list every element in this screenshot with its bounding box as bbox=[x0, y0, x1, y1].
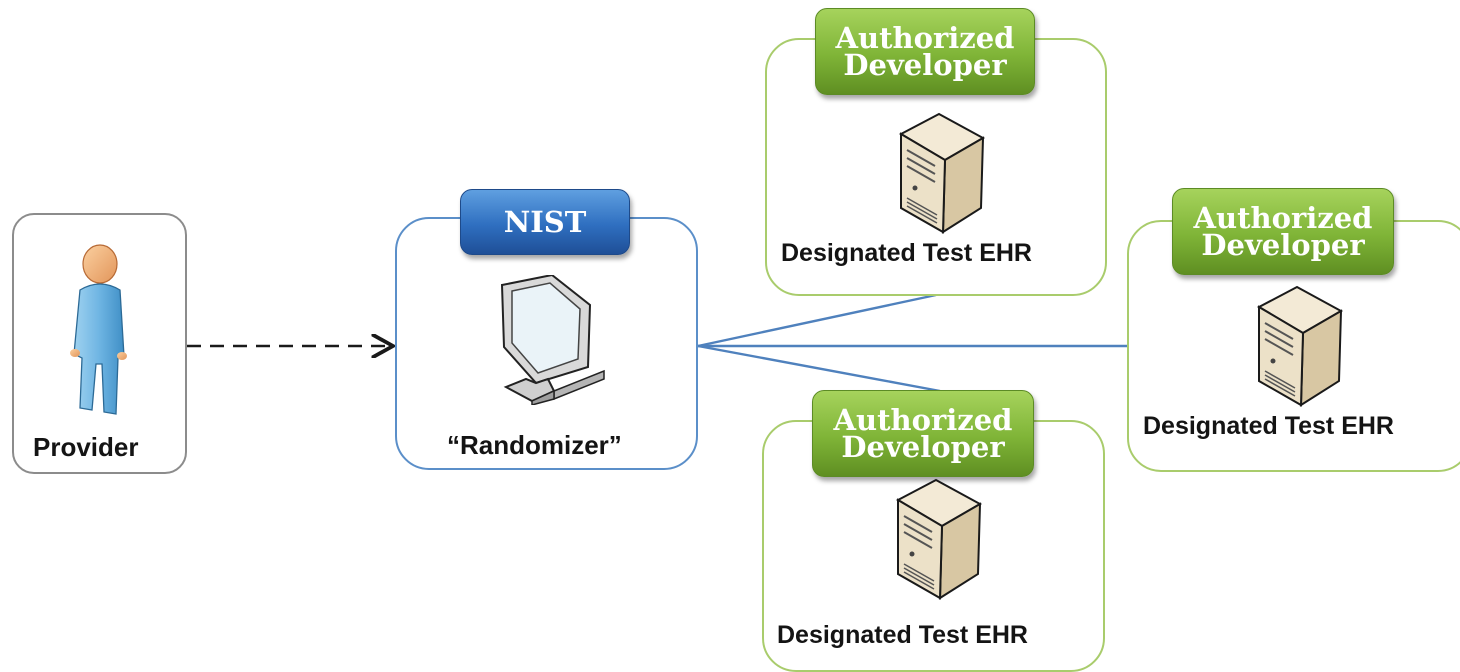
monitor-icon bbox=[500, 275, 605, 405]
server-icon bbox=[898, 112, 986, 234]
authorized-developer-badge: Authorized Developer bbox=[812, 390, 1034, 477]
badge-line: Developer bbox=[843, 47, 1007, 82]
ehr-label: Designated Test EHR bbox=[777, 621, 1028, 649]
ehr-label: Designated Test EHR bbox=[781, 239, 1032, 267]
link-to-top-developer bbox=[697, 293, 937, 348]
badge-line: Authorized bbox=[833, 402, 1013, 437]
badge-line: Authorized bbox=[1193, 200, 1373, 235]
link-to-bottom-developer bbox=[697, 344, 941, 393]
nist-badge: NIST bbox=[460, 189, 630, 255]
server-icon bbox=[895, 478, 983, 600]
authorized-developer-badge: Authorized Developer bbox=[815, 8, 1035, 95]
person-icon bbox=[70, 244, 127, 415]
ehr-label: Designated Test EHR bbox=[1143, 412, 1394, 440]
badge-line: Developer bbox=[1201, 227, 1365, 262]
badge-line: Authorized bbox=[835, 20, 1015, 55]
provider-label: Provider bbox=[33, 432, 139, 462]
randomizer-label: “Randomizer” bbox=[447, 430, 622, 460]
authorized-developer-badge: Authorized Developer bbox=[1172, 188, 1394, 275]
nist-badge-label: NIST bbox=[503, 205, 587, 239]
server-icon bbox=[1256, 285, 1344, 407]
badge-line: Developer bbox=[841, 429, 1005, 464]
